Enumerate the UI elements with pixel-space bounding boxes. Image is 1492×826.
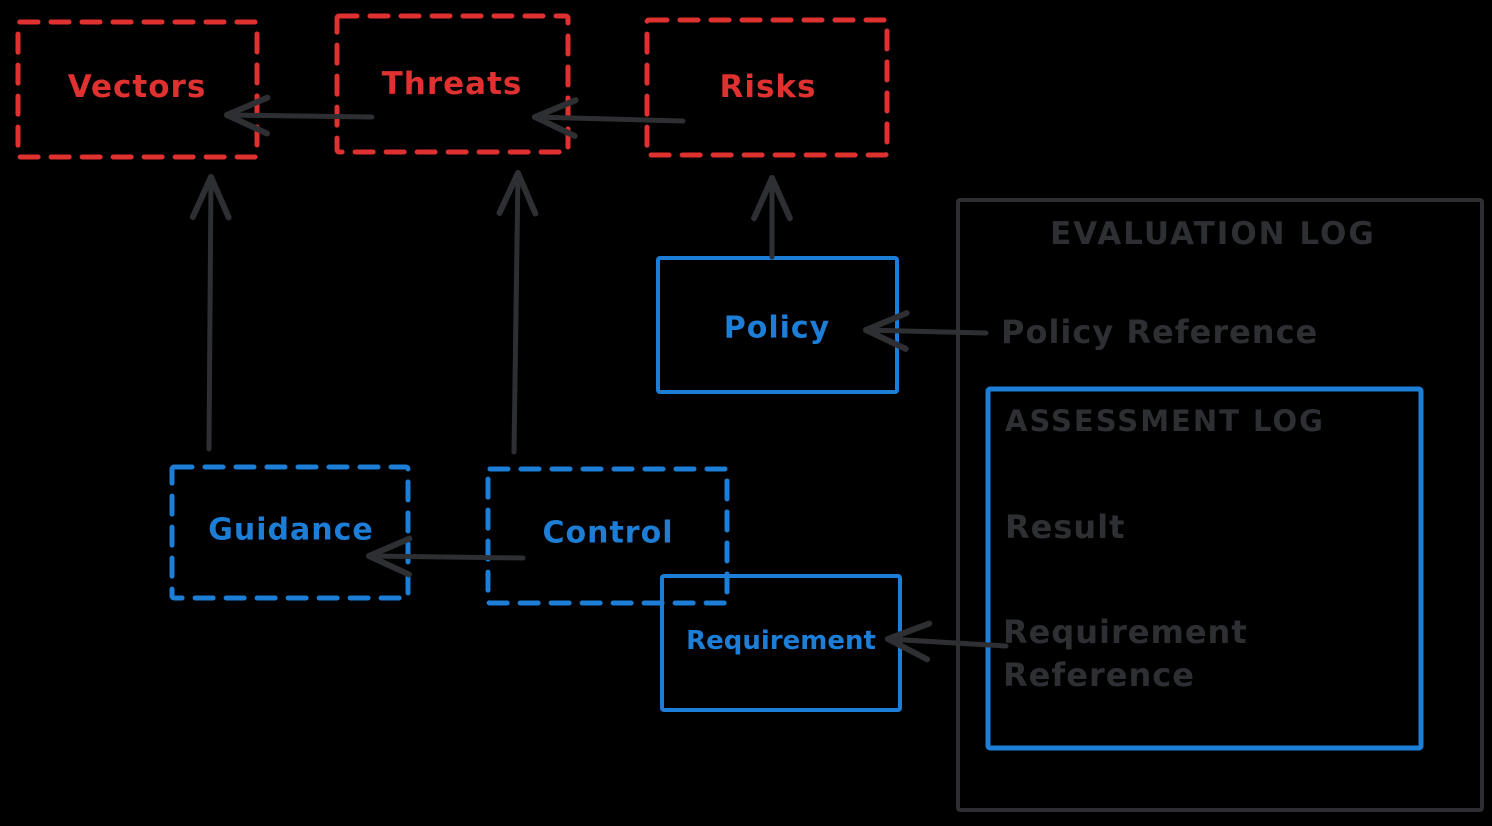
arrow-risks-to-threats-head-a: [532, 114, 578, 139]
evaluation-log-title: EVALUATION LOG: [1050, 216, 1376, 252]
evaluation-log-box: [956, 198, 1484, 812]
policy-reference-label: Policy Reference: [1001, 313, 1318, 351]
threats-label: Threats: [382, 66, 523, 102]
arrow-risks-to-threats-shaft: [532, 114, 686, 124]
assessment-log-title: ASSESSMENT LOG: [1005, 404, 1325, 438]
policy-box: [656, 256, 899, 394]
arrow-policy-to-risks-head-a: [751, 175, 775, 222]
arrow-guidance-to-vectors-shaft: [206, 174, 214, 452]
requirement-reference-label-line2: Reference: [1003, 656, 1195, 694]
arrow-reqref-to-requirement-shaft: [885, 636, 1009, 649]
policy-label: Policy: [724, 311, 831, 346]
arrow-guidance-to-vectors-head-b: [208, 174, 232, 221]
vectors-label: Vectors: [68, 69, 207, 105]
arrow-policy-to-risks-head-b: [769, 175, 793, 222]
arrow-policyref-to-policy-head-a: [863, 327, 909, 352]
arrow-control-to-threats-shaft: [511, 170, 521, 455]
control-label: Control: [542, 516, 673, 551]
arrow-control-to-guidance-head-a: [366, 553, 412, 578]
arrow-guidance-to-vectors-head-a: [189, 174, 214, 221]
assessment-log-box: [985, 386, 1424, 751]
arrow-control-to-guidance-shaft: [366, 553, 526, 561]
requirement-label: Requirement: [686, 626, 876, 656]
guidance-box: [169, 464, 411, 601]
arrow-reqref-to-requirement-head-a: [885, 636, 931, 663]
arrow-policyref-to-policy-head-b: [863, 310, 910, 333]
risks-label: Risks: [719, 69, 816, 105]
arrow-threats-to-vectors-head-a: [224, 112, 270, 137]
arrow-policyref-to-policy-shaft: [863, 327, 989, 336]
arrow-control-to-threats-head-b: [515, 170, 539, 217]
arrow-control-to-threats-head-a: [496, 170, 521, 216]
result-label: Result: [1005, 508, 1125, 546]
guidance-label: Guidance: [208, 513, 373, 548]
arrow-threats-to-vectors-head-b: [224, 94, 271, 118]
requirement-reference-label-line1: Requirement: [1003, 613, 1248, 651]
arrow-reqref-to-requirement-head-b: [885, 620, 933, 642]
arrow-control-to-guidance-head-b: [366, 535, 413, 559]
arrow-risks-to-threats-head-b: [532, 97, 579, 120]
threats-box: [334, 13, 571, 155]
arrow-threats-to-vectors-shaft: [224, 112, 375, 120]
